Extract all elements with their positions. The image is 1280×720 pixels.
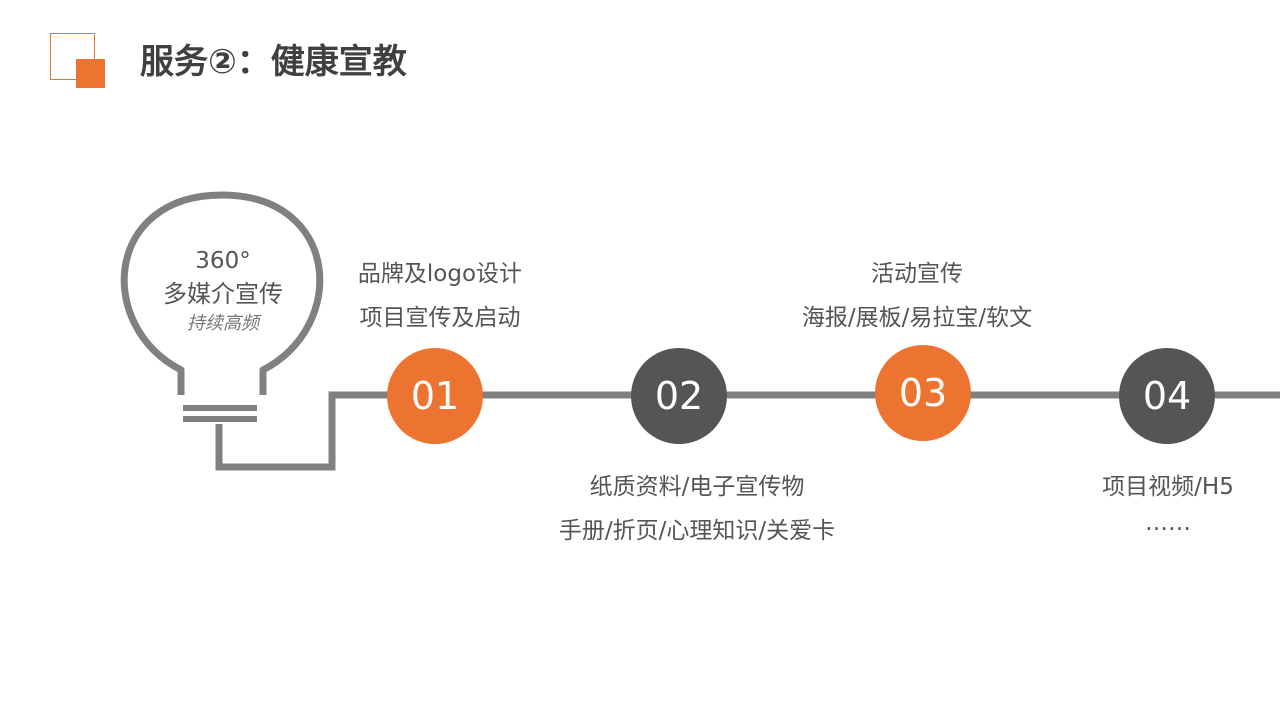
step-node-04: 04 — [1119, 348, 1215, 444]
step-01-label-line1: 品牌及logo设计 — [357, 261, 523, 287]
bulb-degree-text: 360° — [195, 248, 251, 274]
step-node-01: 01 — [387, 348, 483, 444]
step-02-label-line1: 纸质资料/电子宣传物 — [589, 474, 805, 500]
bulb-base-bar-1 — [183, 405, 257, 411]
step-02-label-line2: 手册/折页/心理知识/关爱卡 — [558, 518, 836, 544]
logo-square-fill — [76, 59, 105, 88]
step-node-02: 02 — [631, 348, 727, 444]
step-04-label-line2: …… — [1145, 510, 1191, 536]
step-04-label-line1: 项目视频/H5 — [1102, 474, 1234, 500]
bulb-main-text: 多媒介宣传 — [163, 280, 283, 308]
step-node-03: 03 — [875, 345, 971, 441]
step-03-label-line2: 海报/展板/易拉宝/软文 — [801, 305, 1033, 331]
bulb-base-bar-2 — [183, 416, 257, 422]
logo-square-outline — [50, 33, 95, 80]
bulb-outline — [120, 191, 324, 395]
step-01-label-line2: 项目宣传及启动 — [359, 305, 521, 331]
page-title: 服务②：健康宣教 — [140, 42, 407, 82]
bulb-sub-text: 持续高频 — [187, 313, 259, 334]
step-03-label-line1: 活动宣传 — [871, 261, 963, 287]
